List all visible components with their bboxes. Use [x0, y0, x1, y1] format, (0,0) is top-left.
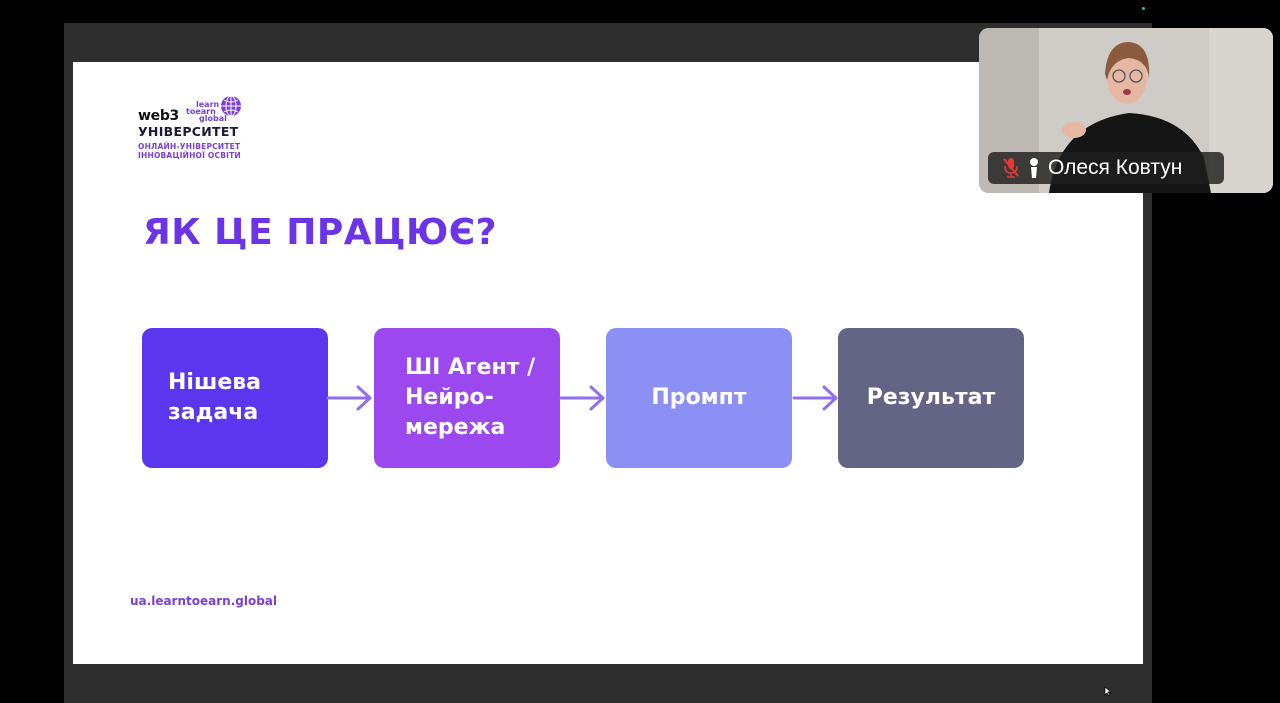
mouse-cursor-icon [1104, 686, 1112, 697]
flow-step-label: ШІ Агент / Нейро- мережа [405, 355, 536, 440]
flow-step-label: Результат [866, 385, 996, 410]
logo-learn-line: learn [196, 100, 220, 109]
flow-step-prompt: Промпт [606, 328, 792, 468]
participant-name-badge: Олеся Ковтун [988, 152, 1224, 184]
footer-url: ua.learntoearn.global [130, 594, 277, 608]
raised-hand-icon [1030, 158, 1038, 178]
logo-subtitle-line: ІННОВАЦІЙНОЇ ОСВІТИ [138, 151, 241, 160]
flow-step-ai-agent: ШІ Агент / Нейро- мережа [374, 328, 560, 468]
arrow-right-icon [559, 385, 605, 411]
logo-brand-top: web3 [138, 108, 179, 124]
participant-name: Олеся Ковтун [1048, 156, 1183, 179]
mic-muted-icon [1003, 158, 1019, 178]
logo-learn-line: global [199, 114, 227, 123]
arrow-right-icon [326, 385, 372, 411]
presentation-slide: web3 learn toearn global УНІВЕРСИТЕТ ОНЛ… [73, 62, 1143, 664]
logo-subtitle-line: ОНЛАЙН-УНІВЕРСИТЕТ [138, 142, 241, 151]
logo-brand-main: УНІВЕРСИТЕТ [138, 124, 239, 139]
globe-icon [221, 95, 241, 117]
camera-indicator-dot [1142, 7, 1145, 10]
participant-video-tile[interactable]: Олеся Ковтун [979, 28, 1273, 193]
logo-learn-line: toearn [186, 107, 216, 116]
flow-step-result: Результат [838, 328, 1024, 468]
slide-title: ЯК ЦЕ ПРАЦЮЄ? [143, 212, 498, 253]
arrow-right-icon [792, 385, 838, 411]
logo-learn-to-earn: learn toearn global [186, 100, 234, 123]
logo-subtitle: ОНЛАЙН-УНІВЕРСИТЕТ ІННОВАЦІЙНОЇ ОСВІТИ [138, 142, 241, 160]
flow-step-label: Нішева задача [168, 370, 262, 425]
flow-step-label: Промпт [651, 385, 747, 410]
flow-step-niche-task: Нішева задача [142, 328, 328, 468]
web3-university-logo: web3 learn toearn global УНІВЕРСИТЕТ ОНЛ… [138, 95, 268, 165]
